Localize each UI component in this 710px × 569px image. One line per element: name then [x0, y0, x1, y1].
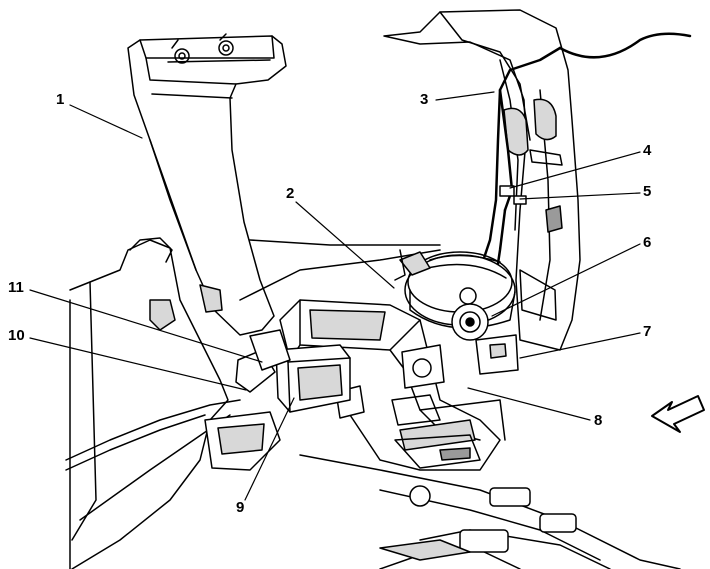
- front-direction-arrow-icon: [651, 395, 705, 433]
- actuators: [335, 334, 519, 419]
- hvac-housing: [279, 299, 506, 471]
- right-pillar-panel: [383, 9, 581, 351]
- blower-assembly: [394, 249, 516, 341]
- control-module: [275, 344, 351, 413]
- leader-lines: [29, 91, 641, 501]
- callout-11: 11: [8, 279, 24, 296]
- pillar-trim-panel: [127, 33, 287, 336]
- callout-10: 10: [8, 327, 25, 344]
- callout-2: 2: [286, 185, 295, 202]
- left-body-panel: [65, 237, 241, 569]
- harness-connector-5: [513, 195, 527, 205]
- callout-1: 1: [56, 91, 65, 108]
- callout-7: 7: [643, 323, 652, 340]
- floor-pan: [239, 239, 681, 569]
- callout-6: 6: [643, 234, 652, 251]
- callout-3: 3: [420, 91, 429, 108]
- callout-5: 5: [643, 183, 652, 200]
- callout-4: 4: [643, 142, 652, 159]
- callout-9: 9: [236, 499, 245, 516]
- lower-duct: [204, 329, 291, 471]
- harness-connector-4: [499, 185, 515, 197]
- callout-8: 8: [594, 412, 603, 429]
